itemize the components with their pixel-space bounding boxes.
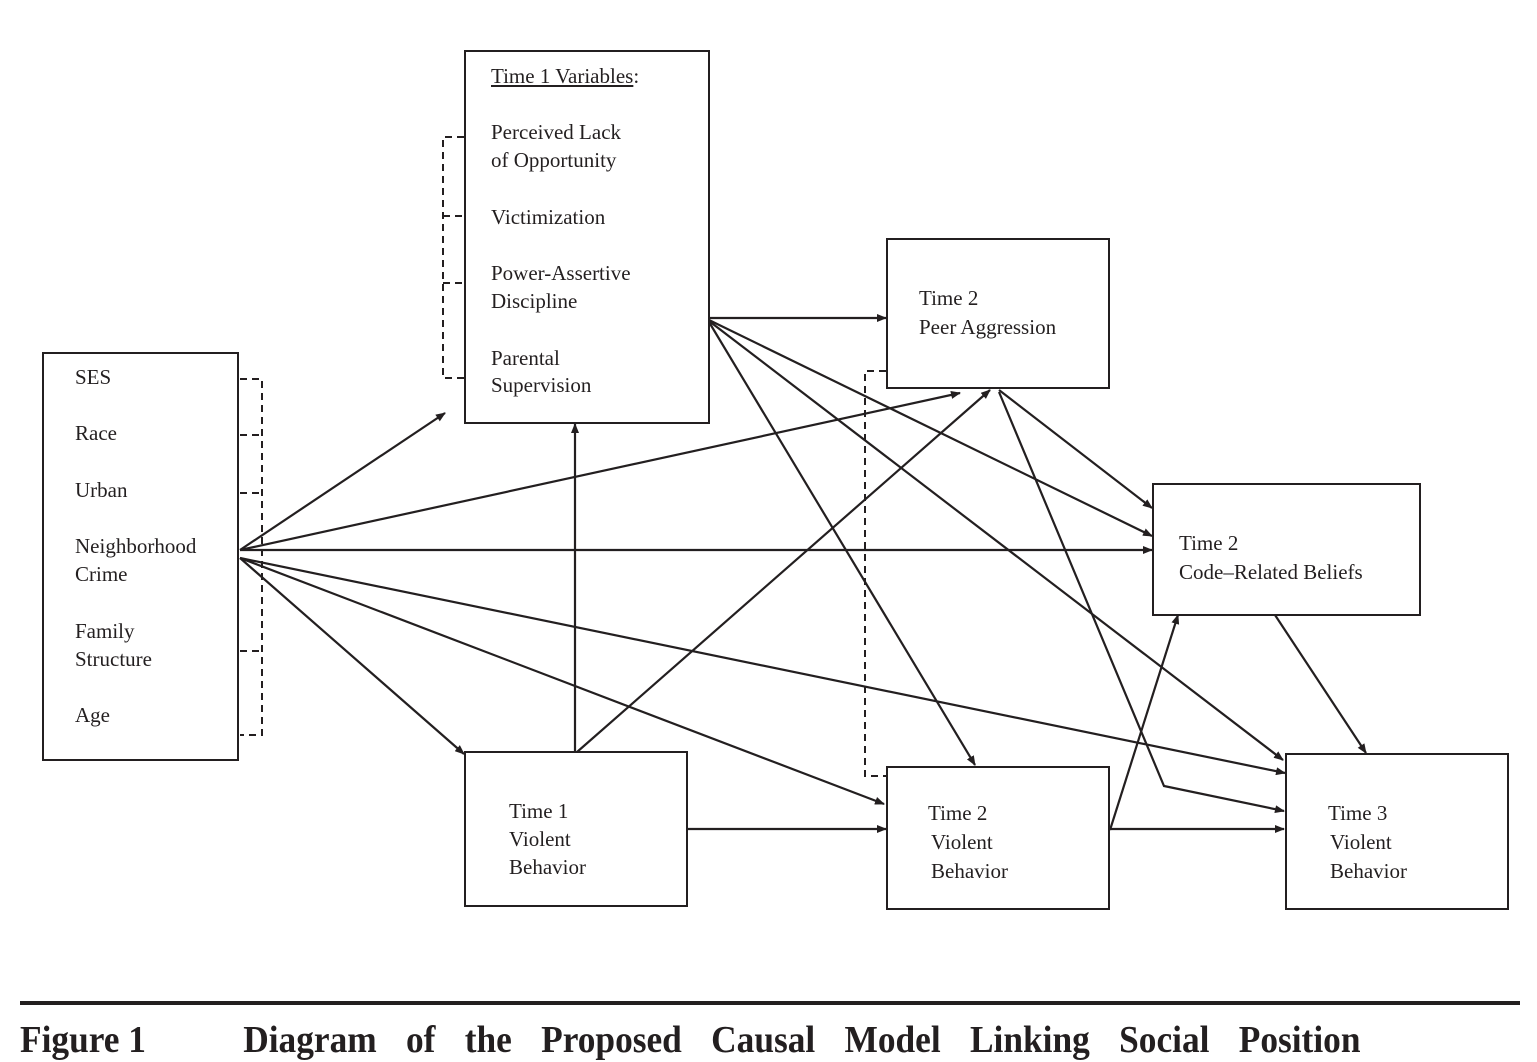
t1-violent-line1: Time 1 — [509, 799, 569, 823]
peer-aggression-line1: Time 2 — [919, 286, 979, 310]
figure-label: Figure 1 — [20, 1019, 146, 1061]
node-time2-violent-behavior: Time 2 Violent Behavior — [886, 766, 1110, 910]
code-beliefs-line1: Time 2 — [1179, 531, 1239, 555]
time1-variables-header: Time 1 Variables: — [491, 62, 639, 90]
correlation-bracket-time1-vars — [442, 136, 464, 379]
edge-code-beliefs-to-t3-violent — [1274, 614, 1367, 754]
caption-rule — [20, 1001, 1520, 1005]
t1-violent-line3: Behavior — [509, 855, 586, 879]
correlation-bracket-background — [240, 378, 263, 736]
label-family: Family — [75, 619, 135, 643]
edges-layer — [239, 136, 1367, 833]
label-parental: Parental — [491, 346, 560, 370]
label-structure: Structure — [75, 647, 152, 671]
node-time1-variables: Time 1 Variables: Perceived Lack of Oppo… — [464, 50, 710, 424]
edge-peer-aggression-to-t3-violent — [997, 391, 1285, 814]
code-beliefs-line2: Code–Related Beliefs — [1179, 560, 1363, 584]
edge-t1-violent-to-peer-aggression — [576, 389, 991, 753]
t2-violent-line1: Time 2 — [928, 801, 988, 825]
label-power-assertive: Power-Assertive — [491, 261, 631, 285]
header-text: Time 1 Variables — [491, 64, 634, 88]
t3-violent-line2: Violent — [1330, 830, 1392, 854]
label-supervision: Supervision — [491, 373, 592, 397]
edge-t2-violent-to-code-beliefs — [1108, 614, 1180, 831]
edge-background-to-peer-aggression — [239, 391, 961, 552]
node-peer-aggression: Time 2 Peer Aggression — [886, 238, 1110, 389]
edge-background-to-t1-violent — [239, 557, 465, 755]
t3-violent-line3: Behavior — [1330, 859, 1407, 883]
peer-aggression-line2: Peer Aggression — [919, 315, 1057, 339]
node-code-related-beliefs: Time 2 Code–Related Beliefs — [1152, 483, 1421, 616]
edge-background-to-t2-violent — [239, 556, 885, 806]
edge-time1-vars-to-t3-violent — [708, 320, 1284, 761]
label-of-opportunity: of Opportunity — [491, 148, 617, 172]
edge-background-to-time1-vars — [239, 412, 446, 551]
label-age: Age — [75, 703, 110, 727]
t3-violent-line1: Time 3 — [1328, 801, 1388, 825]
label-race: Race — [75, 421, 117, 445]
t2-violent-line3: Behavior — [931, 859, 1008, 883]
figure-caption: Figure 1 Diagram of the Proposed Causal M… — [20, 1018, 1360, 1062]
causal-model-diagram: SES Race Urban Neighborhood Crime Family… — [42, 50, 1509, 910]
figure-title: Diagram of the Proposed Causal Model Lin… — [243, 1019, 1361, 1061]
t1-violent-line2: Violent — [509, 827, 571, 851]
correlation-bracket-t2 — [864, 370, 886, 777]
edge-time1-vars-to-code-beliefs — [708, 319, 1153, 537]
label-victimization: Victimization — [491, 205, 606, 229]
t2-violent-line2: Violent — [931, 830, 993, 854]
node-background-variables: SES Race Urban Neighborhood Crime Family… — [42, 352, 239, 761]
label-urban: Urban — [75, 478, 128, 502]
label-perceived-lack: Perceived Lack — [491, 120, 622, 144]
edge-peer-aggression-to-code-beliefs — [998, 389, 1153, 509]
node-time1-violent-behavior: Time 1 Violent Behavior — [464, 751, 688, 907]
edge-background-to-t3-violent — [239, 556, 1286, 776]
edge-time1-vars-to-t2-violent — [708, 321, 976, 766]
label-crime: Crime — [75, 562, 128, 586]
header-colon: : — [633, 64, 640, 88]
label-ses: SES — [75, 365, 112, 389]
label-neighborhood: Neighborhood — [75, 534, 197, 558]
node-time3-violent-behavior: Time 3 Violent Behavior — [1285, 753, 1509, 910]
label-discipline: Discipline — [491, 289, 578, 313]
